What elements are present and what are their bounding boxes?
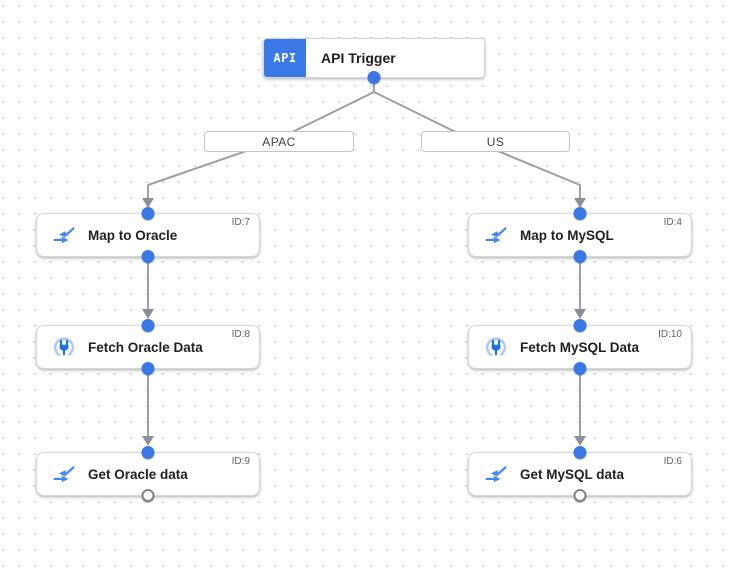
edge-label-text: US xyxy=(486,134,505,149)
edge-trigger-us xyxy=(373,91,581,199)
edge-label-us[interactable]: US xyxy=(421,131,570,152)
task-id-badge: ID:7 xyxy=(231,217,250,228)
connection-dot[interactable] xyxy=(141,446,155,459)
connection-dot[interactable] xyxy=(573,250,587,263)
data-mapping-icon xyxy=(53,466,75,483)
connection-dot[interactable] xyxy=(141,207,155,220)
connector-icon xyxy=(485,337,507,358)
arrowhead-icon xyxy=(574,198,586,208)
edge-label-apac[interactable]: APAC xyxy=(204,131,354,152)
task-node-get-mysql-data[interactable]: Get MySQL data ID:6 xyxy=(468,446,692,502)
connection-dot[interactable] xyxy=(573,319,587,332)
connection-dot[interactable] xyxy=(141,319,155,332)
arrowhead-icon xyxy=(142,436,154,446)
task-node-get-oracle-data[interactable]: Get Oracle data ID:9 xyxy=(36,446,260,502)
task-node-map-to-oracle[interactable]: Map to Oracle ID:7 xyxy=(36,207,260,263)
terminal-dot[interactable] xyxy=(573,489,587,502)
task-id-badge: ID:8 xyxy=(231,329,250,340)
connector-icon xyxy=(53,337,75,358)
connection-dot[interactable] xyxy=(573,362,587,375)
connection-dot[interactable] xyxy=(573,207,587,220)
task-node-map-to-mysql[interactable]: Map to MySQL ID:4 xyxy=(468,207,692,263)
api-badge-icon: API xyxy=(264,39,306,77)
arrowhead-icon xyxy=(142,198,154,208)
arrowhead-icon xyxy=(574,436,586,446)
task-title: Get Oracle data xyxy=(88,466,188,482)
trigger-title: API Trigger xyxy=(321,50,396,66)
connection-dot[interactable] xyxy=(141,250,155,263)
task-id-badge: ID:9 xyxy=(231,456,250,467)
task-id-badge: ID:10 xyxy=(658,329,682,340)
api-trigger-node[interactable]: API API Trigger xyxy=(263,38,485,84)
connection-dot[interactable] xyxy=(367,71,381,84)
data-mapping-icon xyxy=(53,227,75,244)
arrowhead-icon xyxy=(142,309,154,319)
task-node-fetch-oracle-data[interactable]: Fetch Oracle Data ID:8 xyxy=(36,319,260,375)
data-mapping-icon xyxy=(485,227,507,244)
task-node-fetch-mysql-data[interactable]: Fetch MySQL Data ID:10 xyxy=(468,319,692,375)
arrowhead-icon xyxy=(574,309,586,319)
task-title: Map to Oracle xyxy=(88,227,178,243)
task-id-badge: ID:4 xyxy=(663,217,682,228)
task-title: Fetch MySQL Data xyxy=(520,339,640,355)
task-id-badge: ID:6 xyxy=(663,456,682,467)
task-title: Get MySQL data xyxy=(520,466,625,482)
terminal-dot[interactable] xyxy=(141,489,155,502)
data-mapping-icon xyxy=(485,466,507,483)
task-title: Map to MySQL xyxy=(520,227,614,243)
task-title: Fetch Oracle Data xyxy=(88,339,203,355)
edge-label-text: APAC xyxy=(262,134,296,149)
connection-dot[interactable] xyxy=(141,362,155,375)
connection-dot[interactable] xyxy=(573,446,587,459)
